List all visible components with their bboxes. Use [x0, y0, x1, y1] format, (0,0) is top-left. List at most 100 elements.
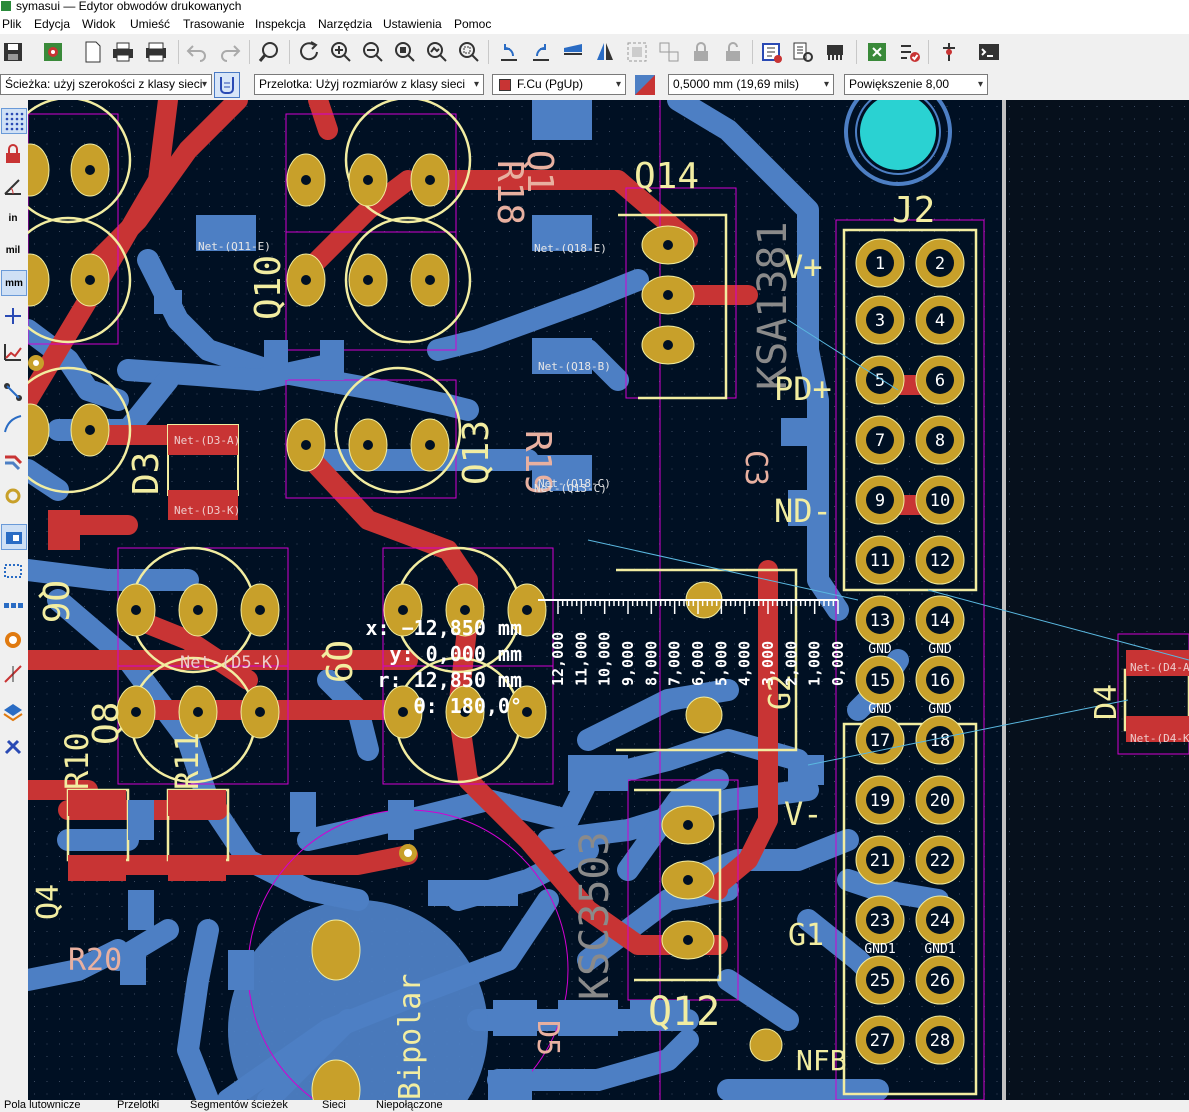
- grid-toggle-icon[interactable]: [1, 108, 27, 134]
- ruler-tick-label: 9,000: [619, 641, 637, 686]
- grid-select[interactable]: 0,5000 mm (19,69 mils)▾: [668, 74, 834, 95]
- chevron-down-icon: ▾: [977, 79, 983, 90]
- ref-bipolar: Bipolar: [393, 974, 428, 1100]
- save-icon[interactable]: [0, 39, 26, 65]
- ref-ksc3503: KSC3503: [572, 831, 618, 1000]
- terminal-icon[interactable]: [976, 39, 1002, 65]
- plot-icon[interactable]: [143, 39, 169, 65]
- zoom-in-icon[interactable]: [328, 39, 354, 65]
- ref-q10: Q10: [248, 255, 289, 320]
- j2-pin-number: 20: [930, 791, 950, 811]
- j2-pad-hole: [866, 366, 894, 394]
- graph-icon[interactable]: [1, 340, 25, 364]
- menu-inspekcja[interactable]: Inspekcja: [255, 17, 306, 31]
- footprint-editor-icon[interactable]: [822, 39, 848, 65]
- net-highlight-icon[interactable]: [1, 662, 25, 686]
- menu-narzedzia[interactable]: Narzędzia: [318, 17, 373, 31]
- track-width-value: Ścieżka: użyj szerokości z klasy sieci: [5, 77, 203, 91]
- redo-icon[interactable]: [217, 39, 243, 65]
- via-size-value: Przelotka: Użyj rozmiarów z klasy sieci: [259, 77, 466, 91]
- rotate-ccw-icon[interactable]: [496, 39, 522, 65]
- grid-lock-icon[interactable]: [1, 142, 25, 166]
- group-icon[interactable]: [624, 39, 650, 65]
- menu-umiesc[interactable]: Umieść: [130, 17, 171, 31]
- menu-trasowanie[interactable]: Trasowanie: [183, 17, 245, 31]
- scripting-icon[interactable]: [936, 39, 962, 65]
- route-icon[interactable]: [896, 39, 922, 65]
- menu-edycja[interactable]: Edycja: [34, 17, 71, 31]
- zone-outline-icon[interactable]: [1, 558, 25, 582]
- j2-pin-number: 25: [870, 971, 890, 991]
- rotate-cw-icon[interactable]: [528, 39, 554, 65]
- find-icon[interactable]: [256, 39, 282, 65]
- units-inches-button[interactable]: in: [1, 206, 25, 230]
- ref-d4: D4: [1089, 684, 1124, 720]
- j2-pin-number: 5: [875, 371, 885, 391]
- print-icon[interactable]: [110, 39, 136, 65]
- zoom-fit-icon[interactable]: [392, 39, 418, 65]
- netlist-icon[interactable]: [758, 39, 784, 65]
- board-setup-icon[interactable]: [40, 39, 66, 65]
- drc-icon[interactable]: [864, 39, 890, 65]
- ruler-tick-label: 3,000: [759, 641, 777, 686]
- ungroup-icon[interactable]: [656, 39, 682, 65]
- via-display-icon[interactable]: [1, 484, 25, 508]
- units-mm-button[interactable]: mm: [1, 270, 27, 296]
- auto-track-width-icon[interactable]: [214, 72, 240, 98]
- menu-ustawienia[interactable]: Ustawienia: [383, 17, 442, 31]
- j2-pad-hole: [866, 546, 894, 574]
- layer-pair-icon[interactable]: [632, 72, 658, 98]
- j2-pad-hole: [866, 606, 894, 634]
- net-label-d3a: Net-(D3-A): [174, 434, 240, 447]
- menu-widok[interactable]: Widok: [82, 17, 116, 31]
- ratsnest-icon[interactable]: [1, 380, 25, 404]
- units-mils-button[interactable]: mil: [1, 238, 25, 262]
- status-unrouted: Niepołączone: [376, 1099, 443, 1111]
- layers-icon[interactable]: [1, 700, 25, 724]
- zoom-out-icon[interactable]: [360, 39, 386, 65]
- net-label-q13c: Net-(Q13-C): [534, 482, 607, 495]
- j2-pin-number: 12: [930, 551, 950, 571]
- zone-fill-icon[interactable]: [1, 524, 27, 550]
- ref-d3: D3: [126, 452, 167, 495]
- mirror-icon[interactable]: [592, 39, 618, 65]
- j2-pin-number: 18: [930, 731, 950, 751]
- chevron-down-icon: ▾: [823, 79, 829, 90]
- page-settings-icon[interactable]: [80, 39, 106, 65]
- track-width-select[interactable]: Ścieżka: użyj szerokości z klasy sieci▾: [0, 74, 212, 95]
- high-contrast-icon[interactable]: [1, 628, 25, 652]
- menu-pomoc[interactable]: Pomoc: [454, 17, 492, 31]
- track-display-icon[interactable]: [1, 448, 25, 472]
- title-bar: symasui — Edytor obwodów drukowanych: [0, 0, 1189, 14]
- label-nd-minus: ND-: [774, 492, 832, 530]
- cursor-icon[interactable]: [1, 304, 25, 328]
- silkscreen-text: Q14 KSA1381 J2 Q10 Q13 R19 D3 Q9 Q6 Q8 R…: [31, 150, 1124, 1100]
- status-nets: Sieci: [322, 1099, 346, 1111]
- refresh-icon[interactable]: [296, 39, 322, 65]
- zoom-objects-icon[interactable]: [424, 39, 450, 65]
- menu-plik[interactable]: Plik: [2, 17, 22, 31]
- tools-icon[interactable]: [1, 734, 25, 758]
- j2-pin-number: 4: [935, 311, 945, 331]
- j2-pad-hole: [866, 426, 894, 454]
- j2-pad-hole: [866, 306, 894, 334]
- j2-pin-number: 14: [930, 611, 950, 631]
- undo-icon[interactable]: [184, 39, 210, 65]
- footprint-browser-icon[interactable]: [790, 39, 816, 65]
- layer-select[interactable]: F.Cu (PgUp)▾: [492, 74, 626, 95]
- lock-icon[interactable]: [688, 39, 714, 65]
- polar-coords-icon[interactable]: [1, 174, 25, 198]
- pcb-board-view[interactable]: 1234567891011121314151617181920212223242…: [28, 100, 1189, 1100]
- via-size-select[interactable]: Przelotka: Użyj rozmiarów z klasy sieci▾: [254, 74, 484, 95]
- unlock-icon[interactable]: [720, 39, 746, 65]
- ratsnest-curved-icon[interactable]: [1, 412, 25, 436]
- j2-pin-number: 7: [875, 431, 885, 451]
- zoom-selection-icon[interactable]: [456, 39, 482, 65]
- zoom-value: Powiększenie 8,00: [849, 77, 950, 91]
- pad-display-icon[interactable]: [1, 596, 25, 620]
- flip-icon[interactable]: [560, 39, 586, 65]
- zoom-select[interactable]: Powiększenie 8,00 ▾: [844, 74, 988, 95]
- j2-pad-hole: [926, 1026, 954, 1054]
- j2-pin-number: 28: [930, 1031, 950, 1051]
